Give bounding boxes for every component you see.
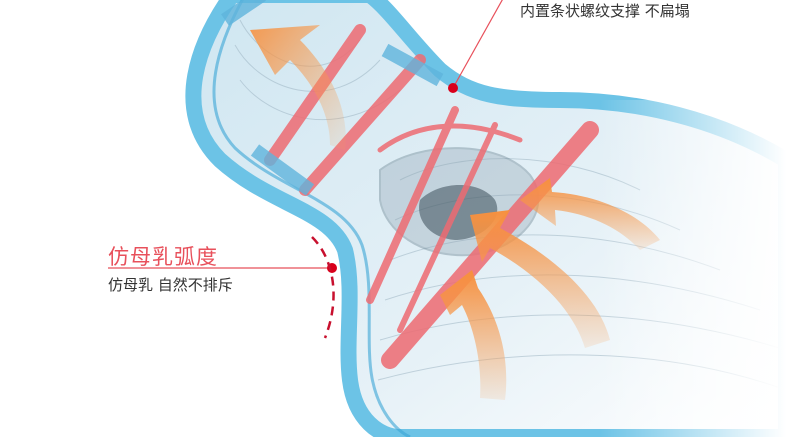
left-callout-desc: 仿母乳 自然不排斥 bbox=[108, 276, 233, 294]
curve-indicator bbox=[311, 236, 335, 339]
nipple-inner-edge bbox=[212, 0, 411, 439]
top-callout-dot bbox=[448, 83, 458, 93]
top-callout-text: 内置条状螺纹支撑 不扁塌 bbox=[520, 2, 690, 20]
spiral-support-strips bbox=[264, 24, 599, 369]
pressure-arrow-icon bbox=[250, 25, 346, 150]
blue-bands bbox=[221, 0, 444, 196]
pressure-arrow-icon bbox=[440, 270, 507, 400]
top-callout-line bbox=[452, 0, 503, 89]
left-callout-title: 仿母乳弧度 bbox=[108, 245, 218, 269]
pressure-arrow-icon bbox=[520, 178, 660, 250]
right-fade bbox=[600, 100, 786, 437]
pressure-arrow-icon bbox=[470, 210, 610, 348]
pressure-arrows bbox=[250, 25, 660, 400]
